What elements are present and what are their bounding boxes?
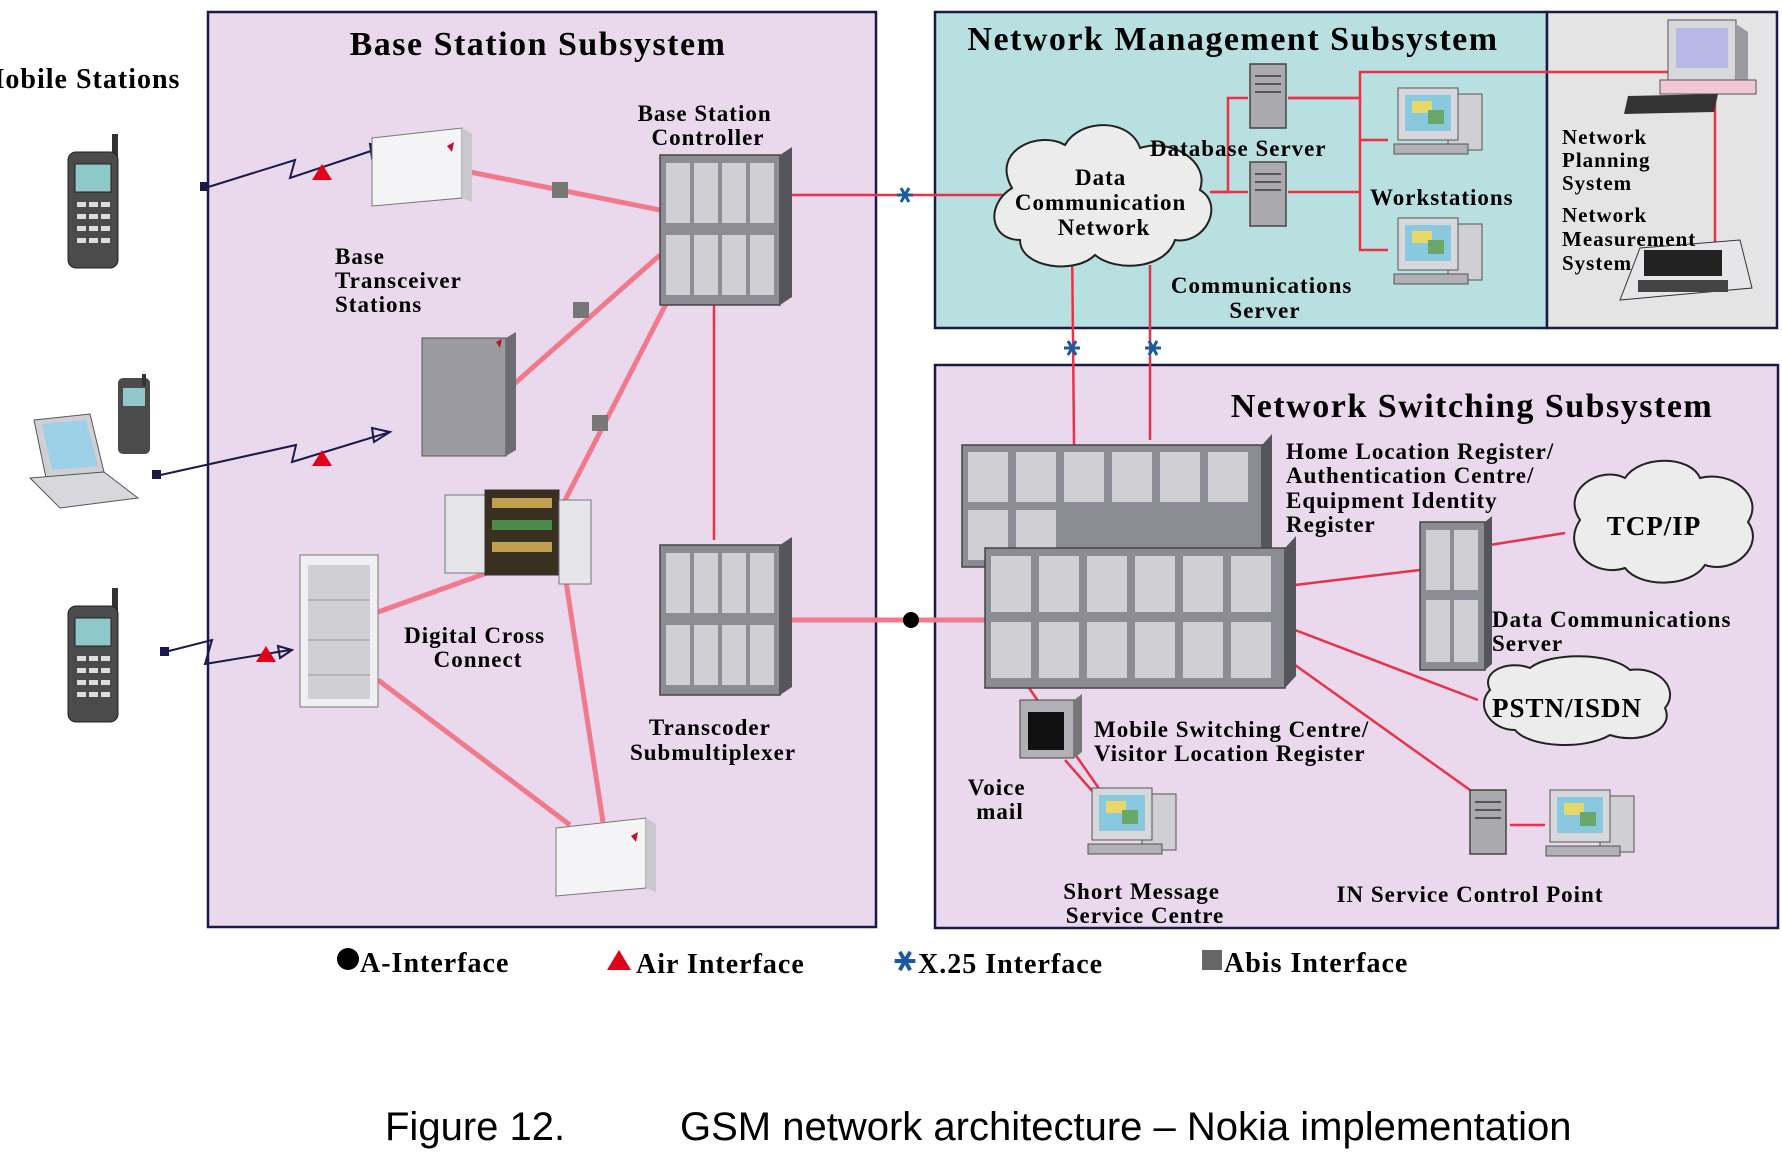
air-interface-markers xyxy=(256,164,332,662)
mobile-stations-label: Mobile Stations xyxy=(0,64,180,95)
mobile-phone-icon xyxy=(67,587,119,723)
workstation-icon xyxy=(1393,87,1483,155)
a-interface-marker xyxy=(903,612,919,628)
exchange-rack-icon xyxy=(444,489,592,585)
database-server-label: Database Server xyxy=(1150,136,1327,161)
nss-title: Network Switching Subsystem xyxy=(1231,388,1714,425)
mobile-phone-icon xyxy=(67,133,119,269)
voice-mail-unit-icon xyxy=(1019,694,1082,759)
transcoder-cabinet-icon xyxy=(659,536,793,696)
bsc-cabinet-icon xyxy=(659,146,793,306)
laptop-with-phone-icon xyxy=(28,374,150,509)
pstn-isdn-cloud xyxy=(1483,655,1671,747)
legend-air-interface-symbol xyxy=(607,950,631,970)
bsc-label: Base Station Controller xyxy=(638,101,779,150)
abis-interface-markers xyxy=(552,182,608,431)
hlr-cabinet-row-icon xyxy=(961,434,1272,568)
in-scp-workstation-icon xyxy=(1545,789,1635,857)
data-communication-network-cloud xyxy=(993,124,1213,268)
legend-abis-interface-label: Abis Interface xyxy=(1224,948,1408,979)
in-scp-server-icon xyxy=(1469,789,1507,855)
dcn-label: Data Communication Network xyxy=(1015,165,1193,240)
legend-abis-symbol xyxy=(1202,950,1222,970)
legend-a-interface-label: A-Interface xyxy=(360,948,509,979)
digital-cross-connect-icon xyxy=(299,554,379,708)
legend-x25-interface-label: X.25 Interface xyxy=(918,949,1103,980)
bss-title: Base Station Subsystem xyxy=(350,26,727,63)
network-measurement-device-icon xyxy=(1619,239,1753,301)
smsc-workstation-icon xyxy=(1087,787,1177,855)
nms-title: Network Management Subsystem xyxy=(967,21,1498,58)
data-communications-server-icon xyxy=(1419,516,1492,671)
bts-cabinet-icon xyxy=(421,332,516,457)
legend-air-interface-label: Air Interface xyxy=(636,949,805,980)
legend-a-interface-symbol xyxy=(337,948,359,970)
workstation-icon xyxy=(1393,217,1483,285)
radio-links xyxy=(155,147,391,666)
msc-cabinet-row-icon xyxy=(984,536,1296,689)
bts-unit-icon xyxy=(371,127,473,207)
tcpip-label: TCP/IP xyxy=(1607,511,1702,541)
in-scp-label: IN Service Control Point xyxy=(1337,882,1604,907)
network-planning-workstation-icon xyxy=(1624,19,1757,114)
transcoder-label: Transcoder Submultiplexer xyxy=(630,715,796,765)
network-planning-label: Network Planning System xyxy=(1562,125,1657,195)
msc-vlr-label: Mobile Switching Centre/ Visitor Locatio… xyxy=(1094,717,1376,766)
tcpip-cloud xyxy=(1573,459,1754,584)
bts-unit-icon xyxy=(555,817,657,897)
network-measurement-label: Network Measurement System xyxy=(1562,203,1703,275)
data-communications-server-label: Data Communications Server xyxy=(1492,607,1738,656)
dcc-label: Digital Cross Connect xyxy=(404,623,552,672)
legend: A-Interface Air Interface X.25 Interface… xyxy=(337,948,1408,980)
smsc-label: Short Message Service Centre xyxy=(1063,879,1226,928)
bts-label: Base Transceiver Stations xyxy=(335,244,468,317)
figure-caption: GSM network architecture – Nokia impleme… xyxy=(680,1105,1571,1149)
communications-server-label: Communications Server xyxy=(1171,273,1359,323)
legend-x25-symbol xyxy=(894,950,916,972)
workstations-label: Workstations xyxy=(1370,185,1514,210)
database-server-icon xyxy=(1249,63,1287,129)
figure-number: Figure 12. xyxy=(385,1105,565,1149)
voice-mail-label: Voice mail xyxy=(968,775,1033,824)
pstn-isdn-label: PSTN/ISDN xyxy=(1492,693,1642,723)
hlr-label: Home Location Register/ Authentication C… xyxy=(1286,439,1561,537)
bss-frame xyxy=(206,10,878,929)
communications-server-icon xyxy=(1249,161,1287,227)
